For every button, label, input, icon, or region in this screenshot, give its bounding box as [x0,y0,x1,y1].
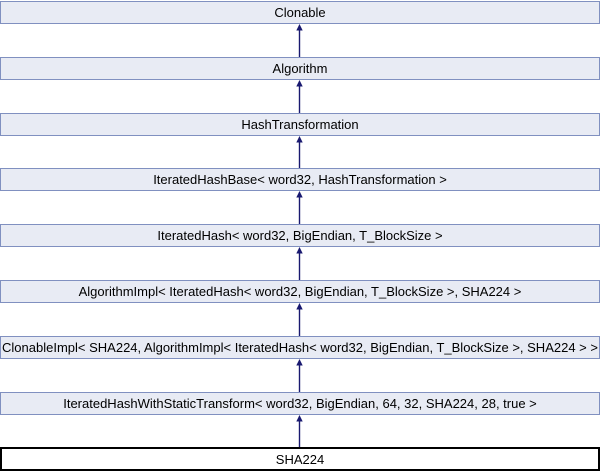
class-node[interactable]: Clonable [0,1,600,24]
class-label: IteratedHashBase< word32, HashTransforma… [153,172,447,187]
class-node[interactable]: AlgorithmImpl< IteratedHash< word32, Big… [0,280,600,303]
inheritance-arrow [296,80,303,113]
inheritance-arrow [296,415,303,447]
class-label: IteratedHashWithStaticTransform< word32,… [63,396,537,411]
class-node[interactable]: IteratedHashWithStaticTransform< word32,… [0,392,600,415]
inheritance-arrow [296,136,303,168]
class-label: ClonableImpl< SHA224, AlgorithmImpl< Ite… [2,340,598,355]
class-node[interactable]: Algorithm [0,57,600,80]
class-node[interactable]: ClonableImpl< SHA224, AlgorithmImpl< Ite… [0,336,600,359]
class-label: Clonable [274,5,326,20]
inheritance-arrow [296,191,303,224]
class-label: AlgorithmImpl< IteratedHash< word32, Big… [78,284,522,299]
inheritance-arrow [296,303,303,336]
class-label: Algorithm [272,61,328,76]
class-label: IteratedHash< word32, BigEndian, T_Block… [157,228,443,243]
class-label: HashTransformation [241,117,359,132]
inheritance-arrow [296,24,303,57]
class-label: SHA224 [275,451,325,467]
inheritance-arrow [296,247,303,280]
class-node: SHA224 [0,447,600,471]
class-node[interactable]: HashTransformation [0,113,600,136]
inheritance-arrow [296,359,303,392]
class-node[interactable]: IteratedHashBase< word32, HashTransforma… [0,168,600,191]
class-node[interactable]: IteratedHash< word32, BigEndian, T_Block… [0,224,600,247]
